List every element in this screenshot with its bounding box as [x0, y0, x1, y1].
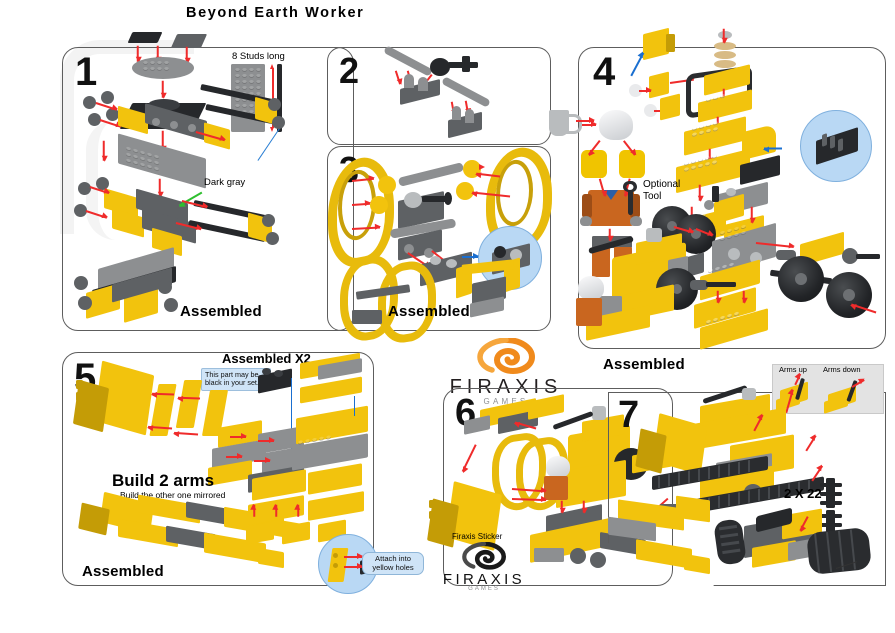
pin [272, 116, 285, 129]
arrow [254, 458, 271, 463]
minifig-helmet [599, 110, 633, 140]
tread-quantity-label: 2 X 22 [784, 486, 822, 501]
arms-down-label: Arms down [823, 365, 861, 374]
step-6-panel [443, 388, 673, 586]
blue-leader-line [291, 378, 293, 468]
step-5-assembled-label: Assembled [82, 563, 164, 580]
step-7-number: 7 [618, 394, 640, 436]
step-4-assembled-label: Assembled [603, 356, 685, 373]
arrow [275, 504, 277, 517]
build-mirrored-subtitle: Build the other one mirrored [120, 490, 226, 500]
arrow [344, 554, 363, 559]
arrow [561, 500, 563, 513]
gray-connector [776, 250, 796, 260]
arrow [159, 178, 161, 197]
arrow-blue [764, 148, 782, 150]
step-1-number: 1 [75, 50, 98, 94]
arrow [137, 45, 139, 62]
firaxis-games-subtitle: GAMES [483, 397, 529, 406]
arrow [751, 206, 753, 223]
arrow [226, 454, 243, 459]
wrench-icon [620, 178, 640, 221]
firaxis-sticker-spiral-icon [462, 542, 506, 570]
pin [262, 214, 275, 227]
firaxis-wordmark: FIRAXIS [449, 376, 563, 398]
step-5-panel [62, 352, 374, 586]
step-1-assembled-label: Assembled [180, 303, 262, 320]
studs-length-label: 8 Studs long [232, 51, 285, 62]
arrow [258, 438, 275, 443]
attach-callout-line2: yellow holes [372, 562, 414, 572]
dark-gray-label: Dark gray [204, 177, 246, 188]
pin [268, 98, 281, 111]
firaxis-sticker-subtitle: GAMES [468, 586, 500, 592]
step-4-number: 4 [593, 50, 616, 94]
arrow [297, 504, 299, 517]
arrow [583, 500, 585, 513]
step-3-number: 3 [339, 149, 360, 190]
minifig-head-left [581, 150, 607, 178]
arrow [723, 28, 725, 43]
arms-up-label: Arms up [779, 365, 807, 374]
step-3-assembled-label: Assembled [388, 303, 470, 320]
optional-tool-label-line2: Tool [643, 191, 662, 202]
arrow [253, 504, 255, 517]
arrow [103, 140, 105, 161]
arrow [576, 118, 595, 123]
pin [266, 232, 279, 245]
firaxis-logo: FIRAXIS GAMES [448, 338, 564, 406]
attach-yellow-holes-callout: Attach into yellow holes [362, 552, 424, 576]
firaxis-sticker-wordmark: FIRAXIS [442, 571, 526, 588]
arrow [639, 88, 652, 93]
white-pin [629, 84, 642, 97]
arrow [230, 434, 247, 439]
wrench-icon-svg [623, 181, 637, 215]
blue-leader-line [354, 396, 356, 416]
black-part-note-line2: black in your set. [205, 378, 259, 388]
attach-callout-line1: Attach into [375, 554, 411, 563]
arrow [717, 290, 719, 303]
black-axle-8 [277, 64, 282, 132]
arrow [344, 564, 363, 569]
build-2-arms-title: Build 2 arms [112, 471, 215, 490]
arrow [580, 122, 597, 127]
arrow-blue [462, 254, 479, 259]
arrow [162, 80, 164, 98]
white-pin [644, 104, 657, 117]
firaxis-sticker-logo: FIRAXIS GAMES [442, 542, 526, 592]
firaxis-sticker-label: Firaxis Sticker [452, 532, 503, 541]
page-title: Beyond Earth Worker [186, 5, 365, 21]
black-pin [712, 186, 719, 202]
wheel [826, 272, 872, 318]
black-part-note-line1: This part may be [205, 370, 259, 379]
arrow [743, 290, 745, 303]
step-2-number: 2 [339, 50, 360, 91]
step-2-panel [327, 47, 551, 145]
assembled-x2-label: Assembled X2 [222, 351, 311, 366]
optional-tool-label-line1: Optional [643, 179, 681, 190]
step-3-panel [327, 146, 551, 331]
arrow [699, 184, 701, 201]
arrow [609, 228, 611, 241]
step-1-panel [62, 47, 354, 331]
firaxis-spiral-icon [477, 338, 535, 374]
wheel [778, 256, 824, 302]
